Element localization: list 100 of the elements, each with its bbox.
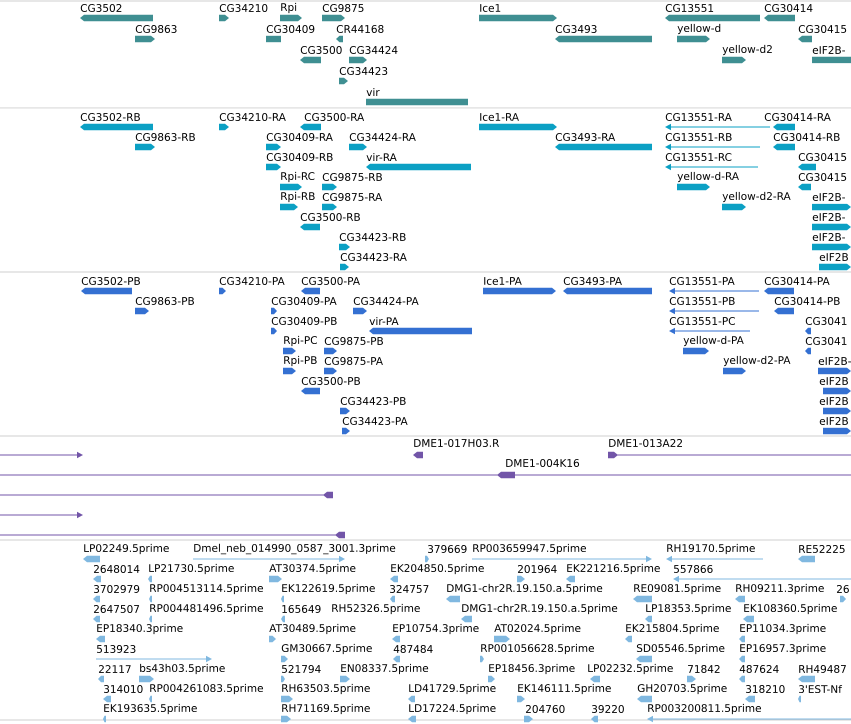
feature-label: 201964 [518, 565, 557, 573]
feature-label: CG3502 [80, 4, 122, 12]
feature-label: yellow-d2-PA [724, 356, 790, 366]
feature-label: CG9875-PA [324, 357, 383, 365]
feature-label: 557866 [674, 565, 713, 573]
feature-label: CG3500 [300, 46, 342, 54]
feature-label: CG9863-RB [136, 133, 195, 141]
feature-label: 318210 [746, 685, 785, 693]
feature-label: RP004513114.5prime [150, 584, 263, 594]
feature-label: Dmel_neb_014990_0587_3001.3prime [194, 544, 396, 554]
feature-label: AT30374.5prime [269, 564, 356, 574]
feature-label: EK221216.5prime [567, 564, 660, 574]
feature-label: CG3493-RA [556, 133, 616, 141]
feature-label: CG30409-RA [266, 133, 333, 141]
feature-label: LP21730.5prime [149, 564, 234, 574]
feature-label: CG3502-RB [80, 113, 140, 121]
feature-label: 2648014 [94, 565, 140, 573]
feature-label: CR44168 [336, 25, 384, 33]
feature-label: CG9863 [136, 25, 177, 33]
feature-label: eIF2B [820, 417, 848, 425]
feature-label: 324757 [390, 585, 428, 593]
feature-label: eIF2B- [812, 213, 845, 221]
feature-label: CG9875 [322, 4, 364, 12]
feature-label: CG34210 [220, 4, 268, 12]
feature-label: CG30414-PA [764, 277, 830, 285]
feature-label: eIF2B [820, 397, 848, 405]
feature-label: CG13551-RB [666, 133, 732, 141]
feature-label: RH09211.3prime [736, 584, 824, 594]
feature-label: CG9875-RB [322, 173, 382, 181]
feature-label: EK108360.5prime [744, 604, 837, 614]
feature-label: RH19170.5prime [667, 544, 755, 554]
feature-label: CG34423-PB [340, 397, 406, 405]
feature-label: CG30409-RB [266, 153, 333, 161]
feature-label: vir-RA [366, 153, 397, 161]
feature-label: CG34423-PA [342, 417, 408, 425]
feature-label: CG3500-PA [302, 277, 360, 285]
feature-label: Rpi-RC [281, 172, 314, 182]
feature-label: LD17224.5prime [409, 704, 496, 714]
feature-label: EK193635.5prime [104, 704, 197, 714]
feature-label: vir [366, 88, 380, 96]
feature-label: AT02024.5prime [494, 624, 580, 634]
feature-label: Rpi [281, 2, 296, 14]
feature-label: CG13551 [666, 4, 714, 12]
feature-label: CG30409 [266, 25, 314, 33]
feature-label: yellow-d2 [722, 44, 772, 56]
feature-label: Ice1-PA [484, 277, 522, 285]
feature-label: RE09081.5prime [634, 584, 721, 594]
feature-label: 487624 [740, 665, 779, 673]
feature-label: CG30414-RA [764, 113, 831, 121]
feature-label: CG3500-PB [302, 377, 360, 385]
feature-label: CG34424-PA [354, 297, 419, 305]
feature-label: eIF2B- [812, 193, 845, 201]
feature-label: CG34424-RA [350, 133, 416, 141]
feature-label: LP18353.5prime [646, 604, 731, 614]
feature-label: 3'EST-Nf [799, 684, 842, 694]
feature-label: EK146111.5prime [518, 684, 611, 694]
feature-label: CG34423-RA [340, 253, 407, 261]
feature-label: LP02232.5prime [588, 664, 673, 674]
feature-label: RP001056628.5prime [481, 644, 594, 654]
feature-label: 165649 [282, 605, 321, 613]
feature-label: CG30414-RB [774, 133, 840, 141]
feature-label: CG13551-RA [666, 113, 732, 121]
feature-label: DMG1-chr2R.19.150.a.5prime [447, 584, 602, 594]
feature-label: GM30667.5prime [282, 644, 372, 654]
feature-label: yellow-d-PA [684, 336, 744, 346]
feature-label: 26 [836, 585, 849, 593]
feature-label: CG3493 [556, 25, 597, 33]
feature-label: CG3502-PB [82, 277, 140, 285]
feature-label: yellow-d [678, 24, 720, 34]
feature-label: DME1-004K16 [506, 459, 580, 467]
feature-label: RH49487 [799, 665, 846, 673]
feature-label: eIF2B- [818, 357, 851, 365]
feature-label: 39220 [592, 705, 624, 713]
feature-label: CG30409-PA [272, 297, 337, 305]
feature-label: CG13551-PA [670, 277, 735, 285]
feature-label: eIF2B [820, 253, 848, 261]
feature-label: CG9875-RA [322, 193, 382, 201]
feature-label: CG34424 [350, 46, 398, 54]
feature-label: LP02249.5prime [84, 544, 169, 554]
feature-label: Rpi-PC [284, 336, 317, 346]
feature-label: EP11034.3prime [740, 624, 826, 634]
feature-label: CG34210-PA [220, 277, 285, 285]
feature-label: SD05546.5prime [636, 644, 724, 654]
feature-label: CG13551-RC [666, 153, 732, 161]
feature-label: EK122619.5prime [282, 584, 375, 594]
feature-label: EP10754.3prime [393, 624, 479, 634]
feature-label: RP003200811.5prime [648, 704, 761, 714]
feature-label: CG13551-PC [670, 317, 735, 325]
feature-label: EP16957.3prime [740, 644, 826, 654]
feature-label: CG30415 [798, 173, 846, 181]
feature-label: CG30415 [798, 153, 846, 161]
feature-label: RH63503.5prime [282, 684, 370, 694]
feature-label: GH20703.5prime [638, 684, 727, 694]
feature-label: EN08337.5prime [341, 664, 428, 674]
feature-label: CG30415 [798, 25, 846, 33]
feature-label: CG3500-RB [300, 213, 360, 221]
feature-label: DME1-013A22 [609, 439, 682, 447]
feature-label: 487484 [394, 645, 433, 653]
feature-label: RH52326.5prime [332, 604, 420, 614]
feature-label: EK204850.5prime [391, 564, 484, 574]
